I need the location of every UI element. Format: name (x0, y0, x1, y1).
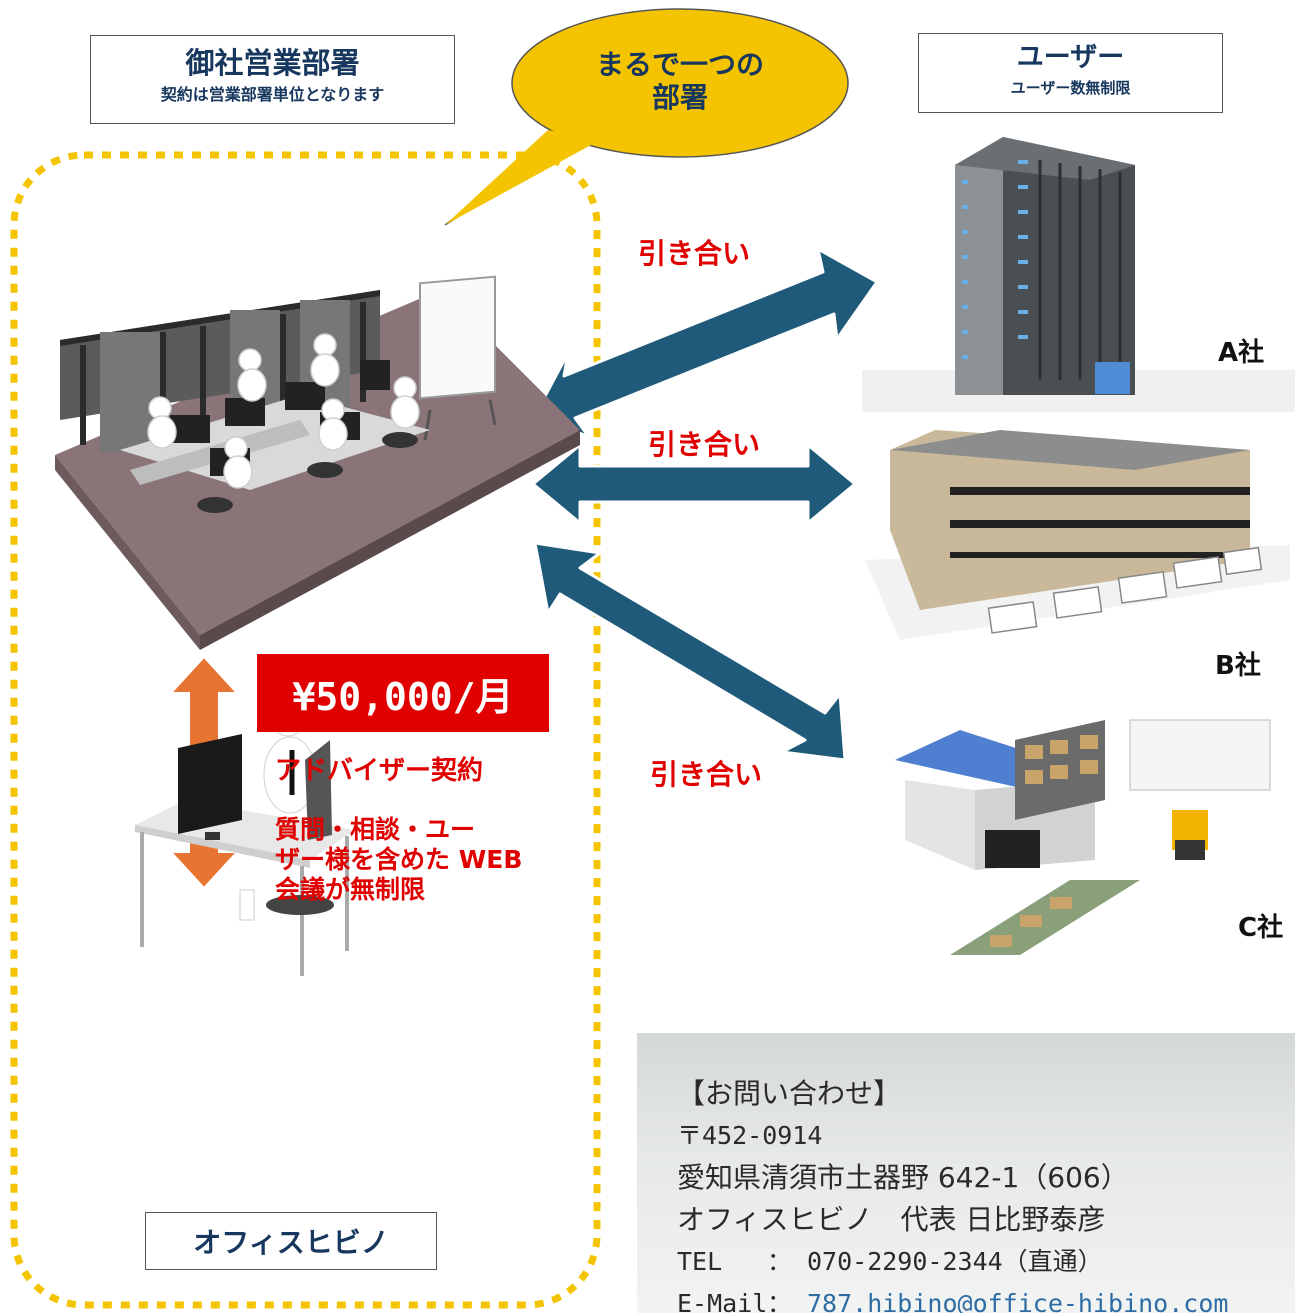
sales-office-illustration (55, 275, 580, 650)
price-box: ¥50,000/月 (257, 654, 549, 732)
users-subtitle: ユーザー数無制限 (1010, 79, 1131, 97)
contact-tel-sep: ： (767, 1247, 793, 1276)
contact-representative: オフィスヒビノ 代表 日比野泰彦 (677, 1203, 1106, 1236)
contact-tel-row: TEL ： 070-2290-2344（直通） (677, 1241, 1295, 1283)
inquiry-label-a: 引き合い (638, 237, 751, 270)
office-name: オフィスヒビノ (193, 1226, 389, 1259)
bubble-line-2: 部署 (651, 81, 708, 114)
users-title: ユーザー (1016, 42, 1125, 73)
department-label-box: 御社営業部署 契約は営業部署単位となります (90, 35, 455, 124)
department-subtitle: 契約は営業部署単位となります (160, 85, 385, 104)
contact-address: 愛知県清須市土器野 642-1（606） (677, 1161, 1129, 1194)
office-label-box: オフィスヒビノ (145, 1212, 437, 1270)
contract-description: 質問・相談・ユー ザー様を含めた WEB 会議が無制限 (275, 815, 522, 905)
contract-desc-line-3: 会議が無制限 (275, 875, 426, 904)
contract-type: アドバイザー契約 (275, 756, 484, 786)
company-c-logistics (895, 719, 1271, 955)
company-c-label: C社 (1238, 913, 1284, 943)
contact-tel-label: TEL (677, 1247, 723, 1276)
contact-mail-sep: ： (767, 1289, 793, 1313)
contact-email-link[interactable]: 787.hibino@office-hibino.com (807, 1289, 1229, 1313)
company-b-warehouse (865, 430, 1290, 640)
contact-mail-label: E-Mail (677, 1289, 768, 1313)
price-label: ¥50,000/月 (292, 674, 514, 719)
speech-bubble (444, 8, 849, 226)
inquiry-label-c: 引き合い (650, 758, 763, 791)
department-title: 御社営業部署 (185, 46, 360, 80)
users-label-box: ユーザー ユーザー数無制限 (918, 33, 1223, 113)
contact-postal: 〒452-0914 (677, 1121, 823, 1150)
company-a-building (862, 137, 1295, 412)
arrow-to-company-a (533, 247, 879, 439)
inquiry-label-b: 引き合い (648, 428, 761, 461)
company-b-label: B社 (1215, 651, 1261, 681)
contract-desc-line-1: 質問・相談・ユー (275, 815, 476, 844)
bubble-text: まるで一つの 部署 (535, 48, 825, 114)
contact-panel: 【お問い合わせ】 〒452-0914 愛知県清須市土器野 642-1（606） … (637, 1033, 1295, 1313)
contact-mail-row: E-Mail： 787.hibino@office-hibino.com (677, 1283, 1295, 1313)
company-a-label: A社 (1218, 338, 1265, 368)
contact-tel[interactable]: 070-2290-2344（直通） (807, 1247, 1103, 1276)
arrow-to-company-b (531, 443, 857, 525)
arrow-to-company-c (533, 541, 847, 762)
contract-desc-line-2: ザー様を含めた WEB (275, 845, 523, 874)
bubble-line-1: まるで一つの (595, 48, 764, 81)
department-boundary (10, 151, 601, 1309)
contact-heading: 【お問い合わせ】 (677, 1077, 902, 1110)
